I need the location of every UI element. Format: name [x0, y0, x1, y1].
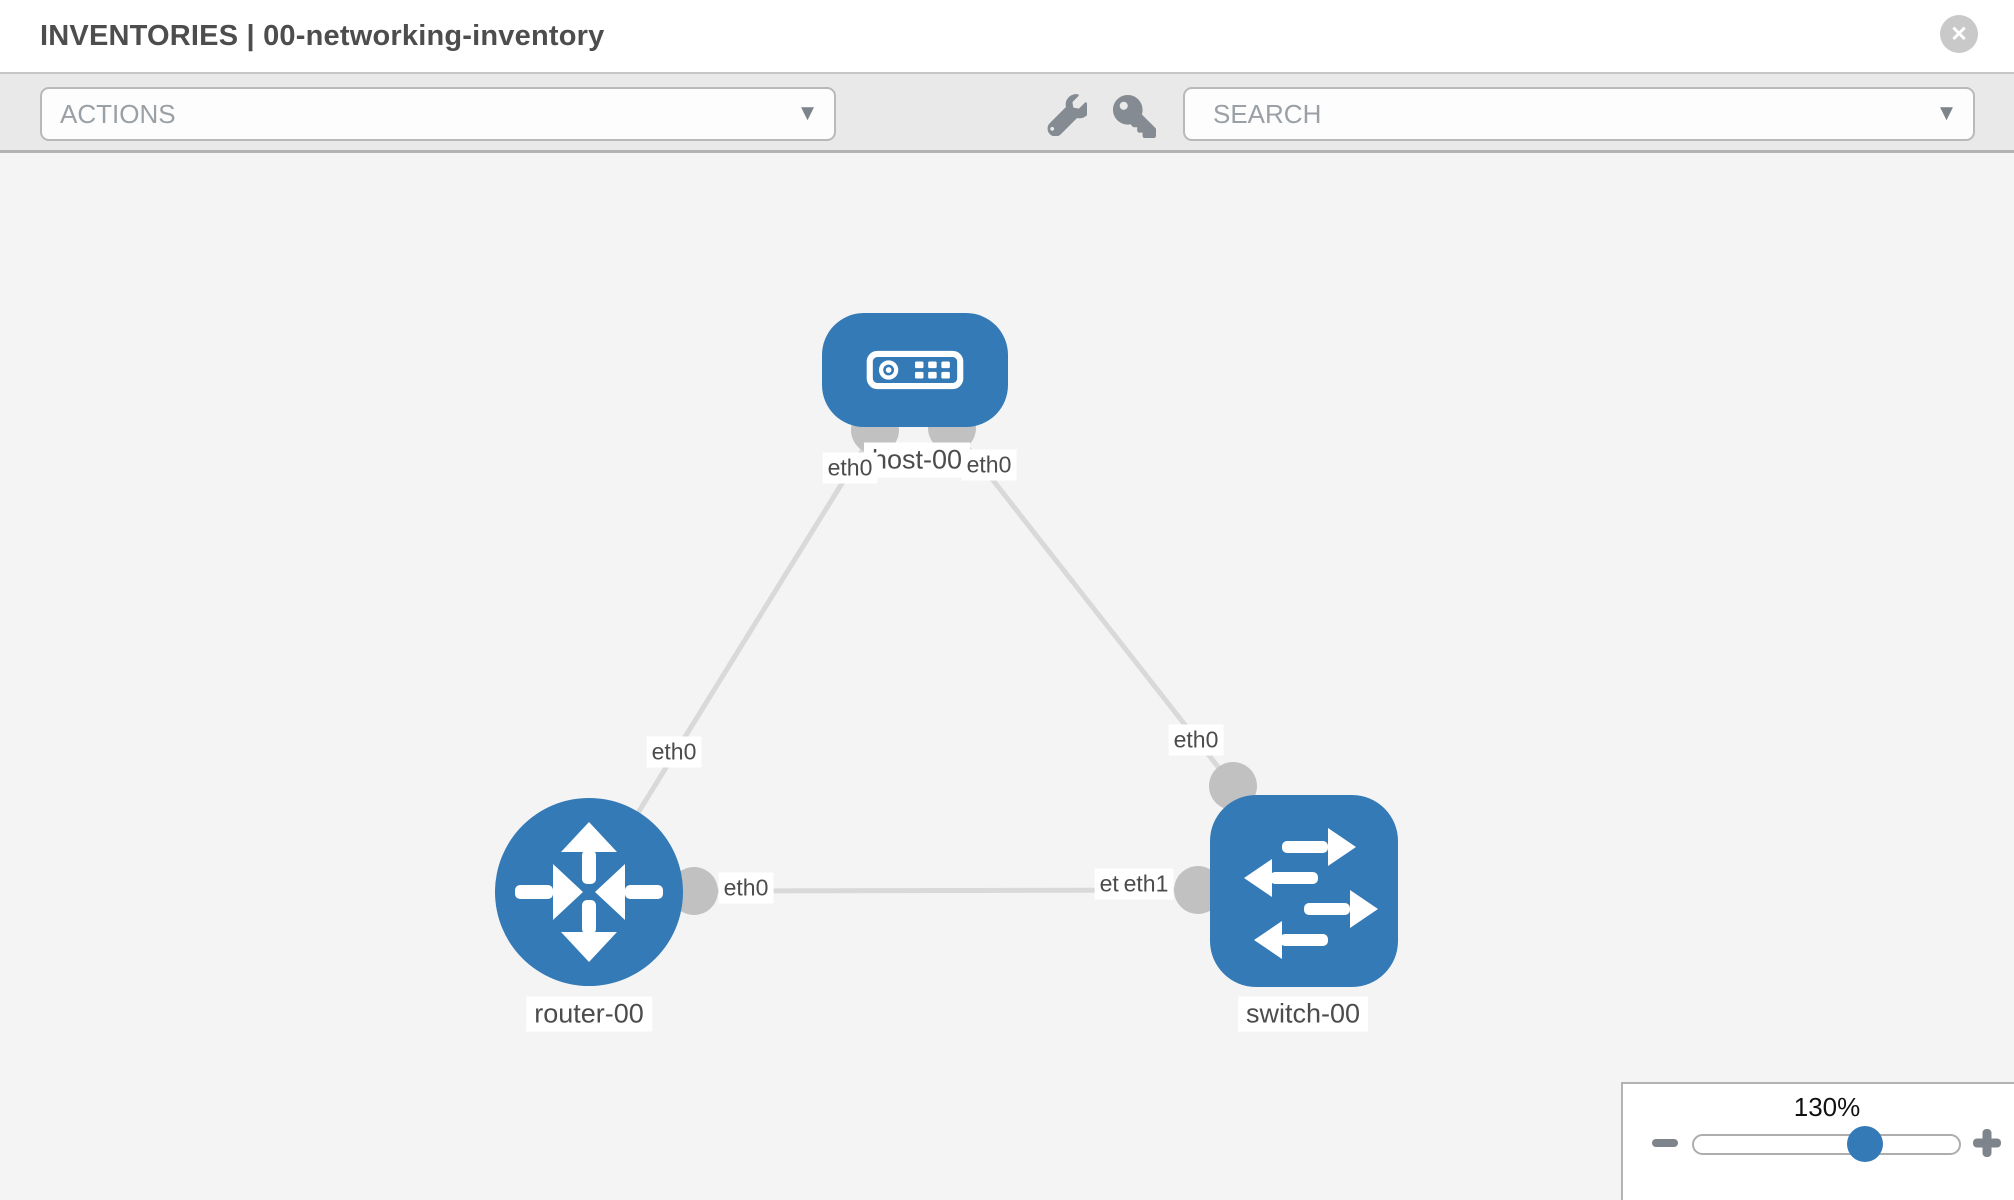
- node-label-router: router-00: [526, 996, 652, 1032]
- node-label-host: host-00: [863, 442, 971, 478]
- interface-label-router-eth0-top: eth0: [646, 736, 702, 768]
- chevron-down-icon: ▾: [1939, 96, 1953, 127]
- minus-icon: [1652, 1139, 1678, 1147]
- close-icon: ✕: [1950, 22, 1968, 46]
- interface-label-host-eth0-left: eth0: [822, 452, 878, 484]
- key-icon: [1113, 95, 1156, 138]
- zoom-slider-thumb[interactable]: [1847, 1126, 1883, 1162]
- zoom-out-button[interactable]: [1652, 1139, 1678, 1147]
- router-icon: [515, 822, 663, 962]
- node-label-switch: switch-00: [1237, 996, 1369, 1032]
- node-router-00[interactable]: [495, 798, 683, 986]
- interface-label-router-eth0-right: eth0: [718, 872, 774, 904]
- credentials-button[interactable]: [1113, 95, 1156, 141]
- close-button[interactable]: ✕: [1940, 15, 1978, 53]
- zoom-percent-label: 130%: [1793, 1092, 1861, 1122]
- actions-dropdown[interactable]: ACTIONS ▾: [40, 87, 836, 141]
- actions-dropdown-label: ACTIONS: [60, 98, 176, 129]
- switch-icon: [1244, 828, 1378, 959]
- zoom-slider-track[interactable]: [1692, 1134, 1961, 1155]
- server-icon: [866, 350, 964, 390]
- wrench-icon: [1047, 94, 1090, 137]
- page-title: INVENTORIES | 00-networking-inventory: [40, 20, 605, 52]
- chevron-down-icon: ▾: [800, 96, 814, 127]
- node-switch-00[interactable]: [1210, 795, 1398, 987]
- interface-label-switch-eth1: eth1: [1118, 868, 1174, 900]
- node-host-00[interactable]: [822, 313, 1008, 427]
- search-input-label: SEARCH: [1213, 98, 1322, 129]
- toolbar: ACTIONS ▾ SEARCH ▾: [0, 72, 2014, 153]
- configure-button[interactable]: [1045, 94, 1090, 139]
- links-layer: [586, 404, 1257, 915]
- interface-label-switch-eth0-top: eth0: [1168, 724, 1224, 756]
- search-dropdown[interactable]: SEARCH ▾: [1183, 87, 1975, 141]
- header: INVENTORIES | 00-networking-inventory ✕: [0, 0, 2014, 72]
- zoom-in-button[interactable]: [1972, 1128, 2002, 1158]
- topology-canvas[interactable]: host-00 router-00 switch-00 eth0 eth0 et…: [0, 153, 2014, 1200]
- interface-label-host-eth0-right: eth0: [961, 449, 1017, 481]
- zoom-control-panel: 130%: [1621, 1082, 2014, 1200]
